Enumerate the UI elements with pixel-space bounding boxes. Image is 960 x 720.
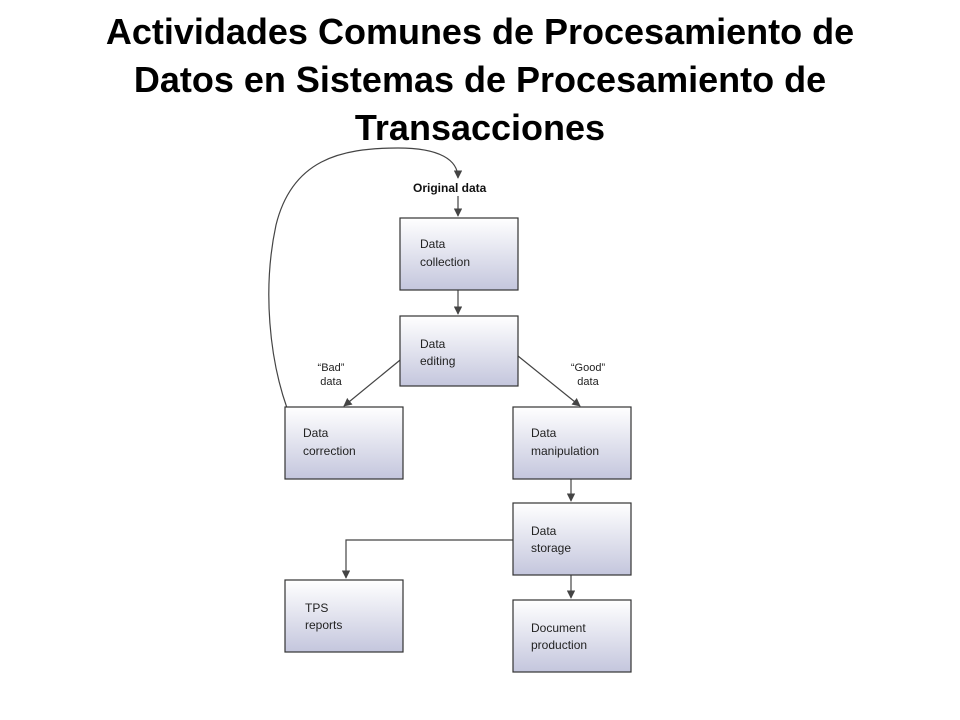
node-tps-reports-line2: reports <box>305 618 342 632</box>
node-data-editing: Data editing <box>399 315 519 387</box>
node-data-collection-line2: collection <box>420 255 470 269</box>
node-document-production-line1: Document <box>531 621 586 635</box>
node-data-correction-line1: Data <box>303 426 329 440</box>
node-data-manipulation-line1: Data <box>531 426 557 440</box>
node-data-editing-line1: Data <box>420 337 446 351</box>
edge-storage-to-tps-reports <box>341 539 513 579</box>
node-data-storage: Data storage <box>512 502 632 576</box>
node-document-production: Document production <box>512 599 632 673</box>
bad-data-label-2: data <box>320 376 342 388</box>
good-data-label-2: data <box>577 376 599 388</box>
node-data-storage-line2: storage <box>531 541 571 555</box>
edge-editing-to-correction <box>343 355 406 407</box>
node-data-correction: Data correction <box>284 406 404 480</box>
node-data-storage-line1: Data <box>531 524 557 538</box>
title-line-2: Datos en Sistemas de Procesamiento de <box>133 59 827 100</box>
node-tps-reports: TPS reports <box>284 579 404 653</box>
node-data-correction-line2: correction <box>303 444 356 458</box>
node-data-manipulation-line2: manipulation <box>531 444 599 458</box>
title-line-3: Transacciones <box>354 107 606 148</box>
edge-editing-to-manipulation <box>517 355 581 407</box>
slide-title: Actividades Comunes de Procesamiento de … <box>0 8 960 152</box>
node-data-collection: Data collection <box>399 217 519 291</box>
node-tps-reports-line1: TPS <box>305 601 328 615</box>
node-data-collection-line1: Data <box>420 237 446 251</box>
node-data-editing-line2: editing <box>420 354 455 368</box>
edge-correction-feedback-loop <box>268 147 463 409</box>
node-document-production-line2: production <box>531 638 587 652</box>
good-data-label-1: “Good” <box>571 362 606 374</box>
node-data-manipulation: Data manipulation <box>512 406 632 480</box>
title-line-1: Actividades Comunes de Procesamiento de <box>105 11 855 52</box>
original-data-label: Original data <box>413 181 487 195</box>
bad-data-label-1: “Bad” <box>318 362 345 374</box>
